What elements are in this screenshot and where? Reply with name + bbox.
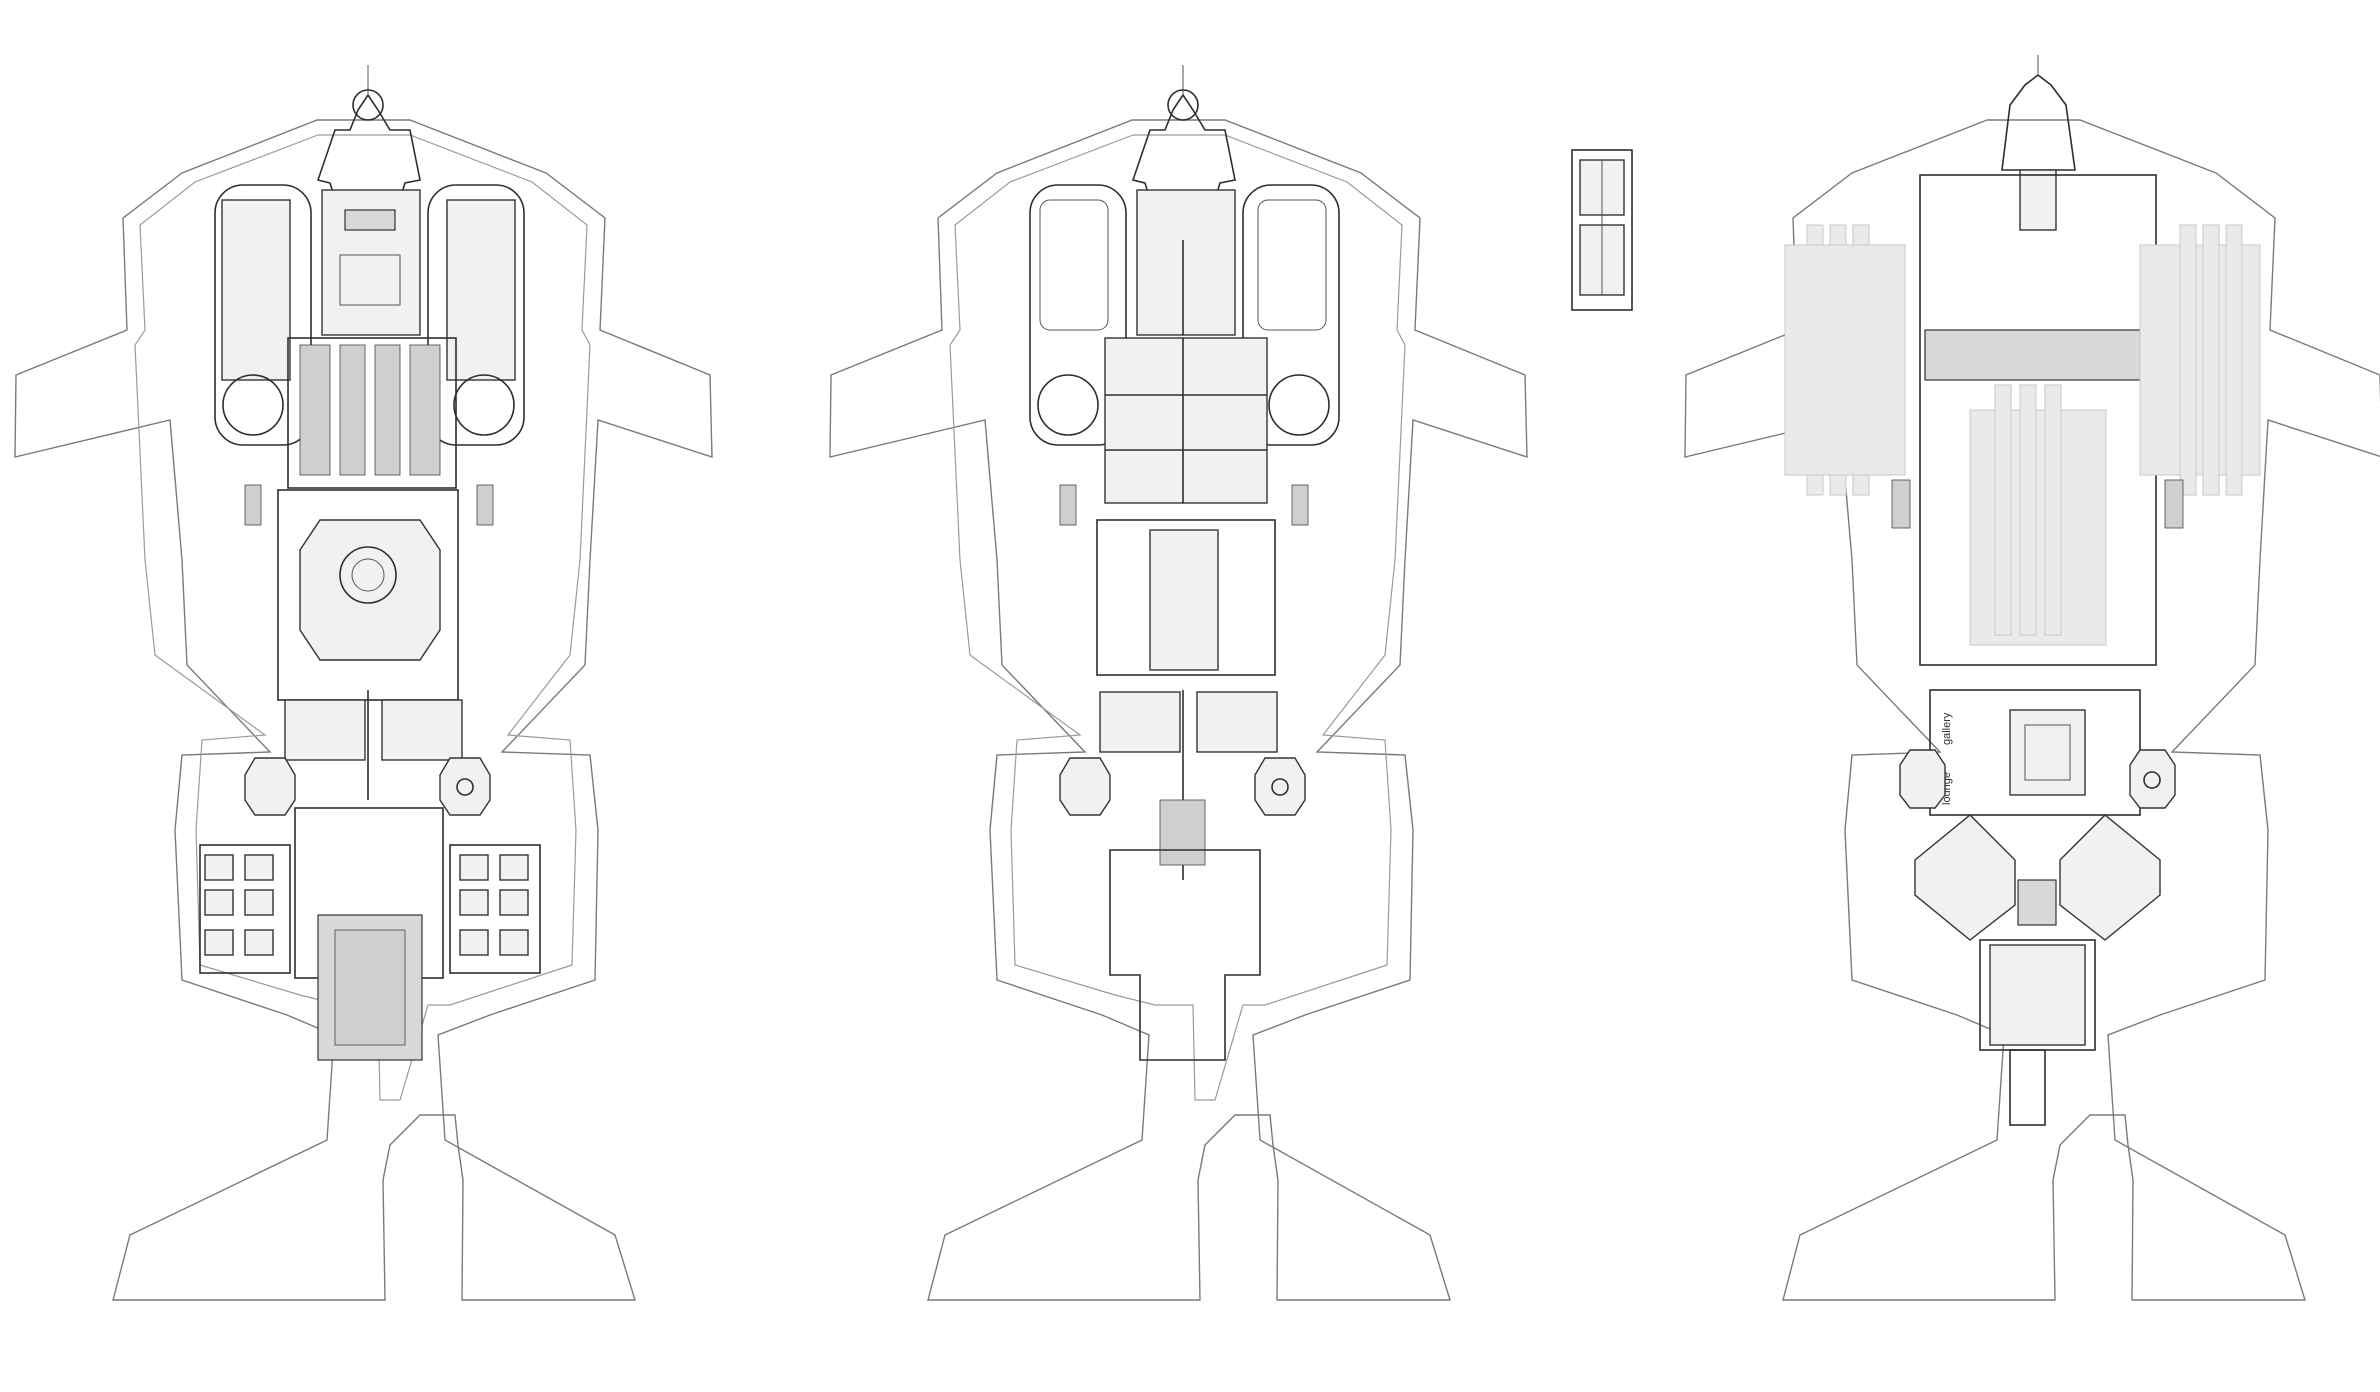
left-angled-module [1914, 814, 2016, 941]
left-pod-tank [1037, 374, 1099, 436]
left-airlock [1899, 749, 1946, 809]
nose-section [1131, 93, 1236, 216]
right-bay-pad-d [499, 889, 529, 916]
right-pod-tank [1268, 374, 1330, 436]
gallery-label: gallery [1941, 712, 1953, 745]
bridge-console [344, 209, 396, 231]
right-pod-bay [1257, 199, 1327, 331]
deck-plan-3: gallery lounge [1684, 55, 2380, 1301]
nose-dome [352, 89, 384, 121]
central-spine [287, 337, 457, 489]
center-lift [2017, 879, 2057, 926]
left-pod-cabin [221, 199, 291, 381]
inset-frame [1571, 149, 1633, 311]
center-cargo-field [1969, 409, 2107, 646]
lower-left-cabin [1099, 691, 1181, 753]
center-cargo-lane-b [2019, 384, 2037, 636]
right-pod-tank [453, 374, 515, 436]
right-bay-pad-b [499, 854, 529, 881]
deck-plan-1 [14, 65, 713, 1301]
left-bay-pad-a [204, 854, 234, 881]
left-vent [1059, 484, 1077, 526]
hull-outline [1684, 119, 2380, 1301]
left-cargo-field [1784, 244, 1906, 476]
left-pod-bay [1039, 199, 1109, 331]
right-pod [1242, 184, 1340, 446]
nose-cockpit [2019, 169, 2057, 231]
hull-outline [829, 119, 1528, 1301]
left-airlock [244, 757, 296, 816]
hull-inner-outline [134, 134, 591, 1101]
nose-section [2001, 73, 2076, 171]
lounge-dais-core [2024, 724, 2071, 781]
right-vent [1291, 484, 1309, 526]
center-cargo-lane-c [2044, 384, 2062, 636]
hull-inner-outline [949, 134, 1406, 1101]
lower-left-cabin [284, 699, 366, 761]
middle-module-room [1149, 529, 1219, 671]
right-cargo-lane-c [2225, 224, 2243, 496]
stair-left [299, 344, 331, 476]
right-airlock-hatch [1271, 778, 1289, 796]
nose-dome [1167, 89, 1199, 121]
left-vent [1891, 479, 1911, 529]
bridge-table [339, 254, 401, 306]
middle-module [1096, 519, 1276, 676]
right-angled-module [2059, 814, 2161, 941]
left-bay [199, 844, 291, 974]
left-bay-pad-c [204, 889, 234, 916]
left-bay-pad-d [244, 889, 274, 916]
left-vent [244, 484, 262, 526]
nose-section [316, 93, 421, 216]
right-bay-pad-f [499, 929, 529, 956]
tail-ramp-deck [1989, 944, 2086, 1046]
main-hall-octagon [299, 519, 441, 661]
right-cargo-lane-a [2179, 224, 2197, 496]
right-bay-pad-e [459, 929, 489, 956]
center-cargo-lane-a [1994, 384, 2012, 636]
right-airlock [2129, 749, 2176, 809]
left-pod [1029, 184, 1127, 446]
right-pod [427, 184, 525, 446]
right-airlock [439, 757, 491, 816]
main-hall-fountain-outer [339, 546, 397, 604]
left-pod [214, 184, 312, 446]
hangar-bulkhead [1924, 329, 2152, 381]
stair-right [409, 344, 441, 476]
right-pod-cabin [446, 199, 516, 381]
cargo-lift-grate [334, 929, 406, 1046]
right-airlock [1254, 757, 1306, 816]
left-pod-tank [222, 374, 284, 436]
lower-right-cabin [381, 699, 463, 761]
left-bay-pad-e [204, 929, 234, 956]
stair-center-left [339, 344, 366, 476]
inset-schematic [1571, 149, 1633, 311]
lower-stairwell [1159, 799, 1206, 866]
lounge-dais [2009, 709, 2086, 796]
cabin-block [1104, 337, 1268, 504]
right-cargo-lane-b [2202, 224, 2220, 496]
deck-plan-2 [829, 65, 1528, 1301]
left-bay-pad-f [244, 929, 274, 956]
right-bay-pad-c [459, 889, 489, 916]
lower-bay [1109, 849, 1261, 1061]
main-hall-fountain-inner [351, 558, 385, 592]
right-vent [2164, 479, 2184, 529]
right-airlock-hatch [2143, 771, 2161, 789]
left-airlock [1059, 757, 1111, 816]
stair-center-right [374, 344, 401, 476]
tail-boom [2009, 1049, 2046, 1126]
right-bay [449, 844, 541, 974]
left-bay-pad-b [244, 854, 274, 881]
right-vent [476, 484, 494, 526]
upper-cabins [1136, 189, 1236, 336]
lower-right-cabin [1196, 691, 1278, 753]
right-bay-pad-a [459, 854, 489, 881]
right-airlock-hatch [456, 778, 474, 796]
hull-outline [14, 119, 713, 1301]
